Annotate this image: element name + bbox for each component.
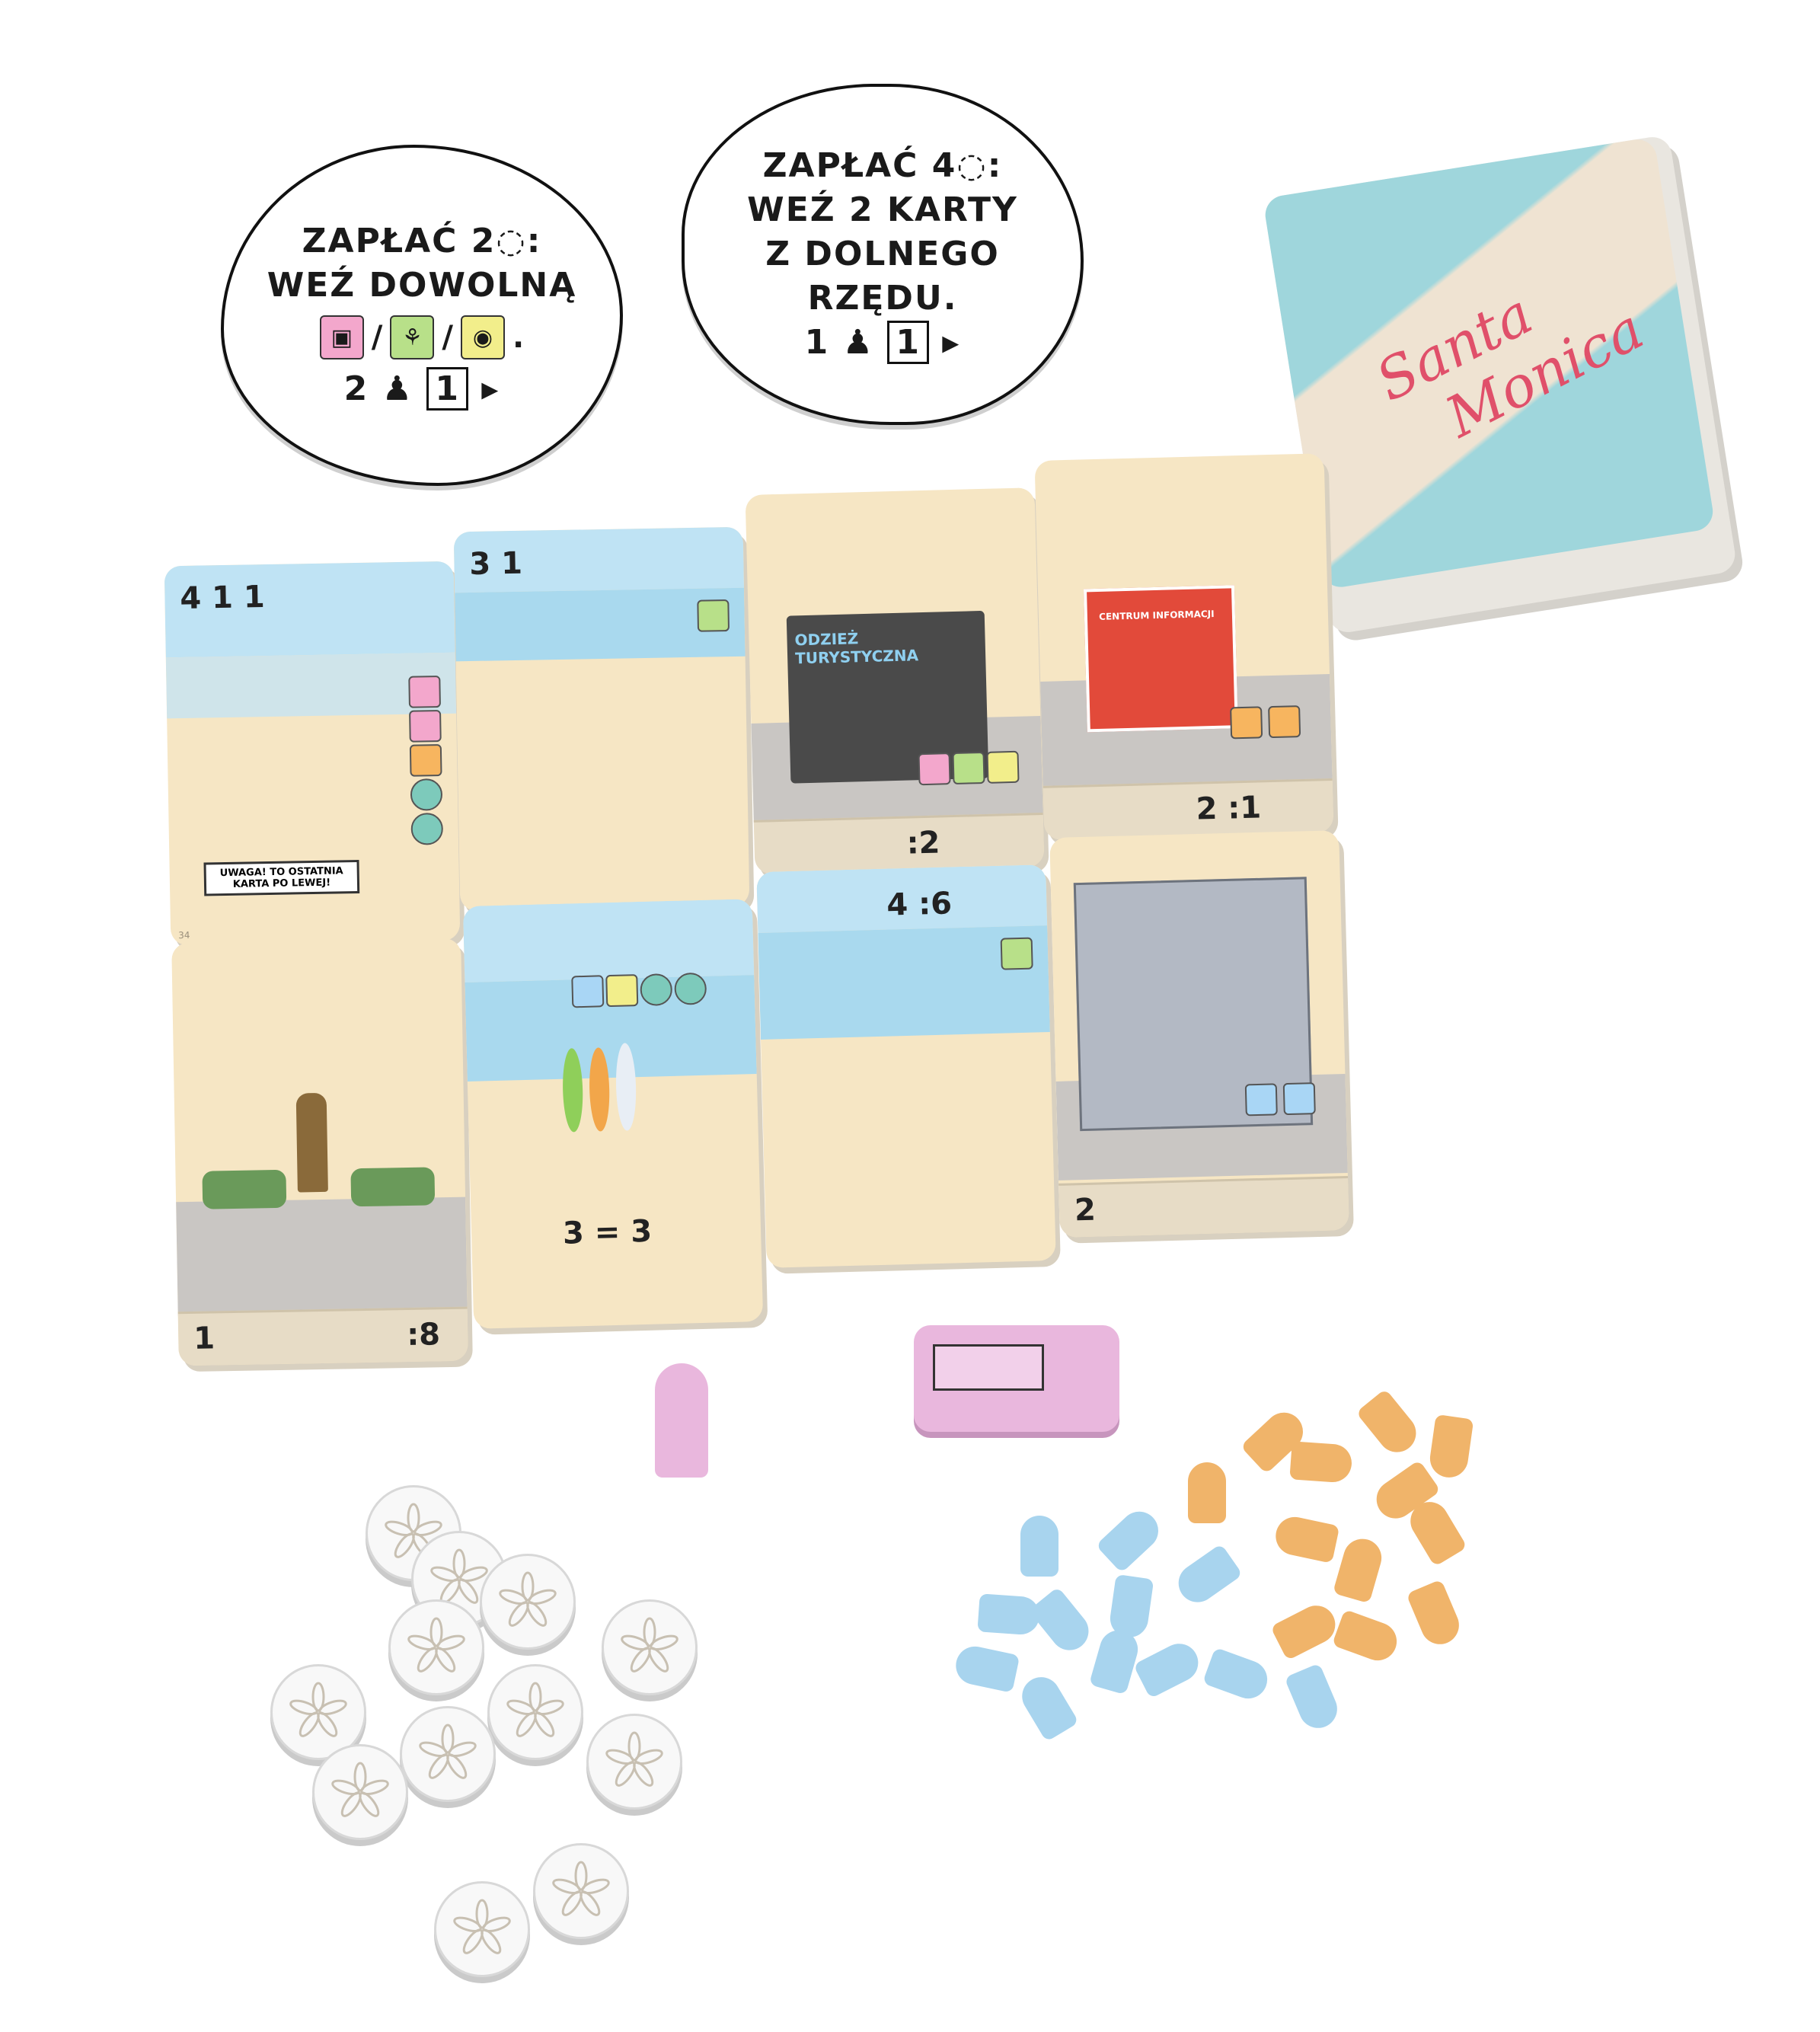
action-text: Z DOLNEGO RZĘDU. bbox=[765, 235, 1000, 318]
sand-dollar-token[interactable] bbox=[312, 1744, 408, 1840]
sunglasses-icon bbox=[1282, 1082, 1316, 1116]
statue-figure bbox=[295, 1092, 328, 1193]
bag-icon bbox=[408, 676, 441, 708]
ball-icon: ◉ bbox=[461, 315, 505, 359]
blue-meeple[interactable] bbox=[1095, 1503, 1167, 1574]
palm-icon: ⚘ bbox=[390, 315, 435, 359]
briefcase-icon bbox=[1230, 706, 1263, 740]
card-header: 4 1 1 bbox=[180, 580, 266, 616]
sand-dollar-token[interactable] bbox=[400, 1706, 496, 1802]
truck-window bbox=[933, 1344, 1044, 1391]
shop-sign: ODZIEŻ TURYSTYCZNA bbox=[794, 629, 919, 668]
card-deck[interactable]: Santa Monica bbox=[1262, 134, 1739, 635]
bag-icon bbox=[918, 752, 951, 786]
action-text: WEŹ 2 KARTY bbox=[747, 190, 1018, 229]
wave-icon bbox=[410, 813, 444, 845]
hedge-right bbox=[350, 1167, 436, 1207]
orange-meeple[interactable] bbox=[1331, 1609, 1403, 1666]
briefcase-icon bbox=[409, 744, 442, 777]
card-footer-left: 1 bbox=[193, 1321, 216, 1356]
blue-meeple[interactable] bbox=[1014, 1669, 1080, 1743]
card-clothing-shop[interactable]: ODZIEŻ TURYSTYCZNA :2 bbox=[745, 487, 1045, 874]
info-kiosk bbox=[1083, 585, 1238, 733]
action-tile-pay-2[interactable]: ZAPŁAĆ 2◌: WEŹ DOWOLNĄ ▣/ ⚘/ ◉. 2 ♟ 1 ▸ bbox=[221, 145, 623, 486]
bag-icon: ▣ bbox=[319, 315, 364, 359]
category-icons: ▣/ ⚘/ ◉. bbox=[319, 315, 524, 359]
card-header: 4 :6 bbox=[886, 886, 953, 923]
sunglasses-icon bbox=[1244, 1083, 1278, 1117]
card-surfboards[interactable]: 3 = 3 bbox=[462, 899, 764, 1329]
action-title: ZAPŁAĆ 4◌: bbox=[762, 146, 1003, 185]
orange-meeple[interactable] bbox=[1272, 1513, 1340, 1564]
card-shore[interactable]: 4 :6 bbox=[756, 864, 1056, 1268]
meeple-icon: ♟ bbox=[842, 323, 875, 362]
sand-dollar-token[interactable] bbox=[602, 1599, 698, 1695]
sand-dollar-token[interactable] bbox=[270, 1664, 366, 1760]
coin-icon: ◌: bbox=[956, 146, 1003, 185]
ball-icon bbox=[986, 750, 1020, 784]
card-number: 34 bbox=[178, 929, 190, 941]
briefcase-icon bbox=[1268, 705, 1301, 739]
wave-icon bbox=[410, 778, 443, 811]
palm-icon bbox=[697, 599, 730, 632]
sand-dollar-token[interactable] bbox=[487, 1664, 583, 1760]
bag-icon bbox=[409, 710, 442, 743]
orange-meeple[interactable] bbox=[1332, 1534, 1387, 1604]
orange-meeple[interactable] bbox=[1289, 1441, 1353, 1484]
orange-meeple[interactable] bbox=[1427, 1414, 1474, 1481]
meeple-icon: ♟ bbox=[382, 369, 414, 408]
card-header: 3 1 bbox=[469, 545, 523, 582]
sand-dollar-token[interactable] bbox=[388, 1599, 484, 1695]
hedge-left bbox=[202, 1169, 287, 1209]
pink-pawn[interactable] bbox=[655, 1363, 708, 1478]
action-cost: 1 ♟ 1 ▸ bbox=[805, 321, 961, 365]
blue-meeple[interactable] bbox=[1170, 1543, 1244, 1610]
card-footer: :2 bbox=[905, 825, 941, 861]
orange-meeple[interactable] bbox=[1406, 1579, 1465, 1650]
blue-meeple[interactable] bbox=[1202, 1647, 1273, 1705]
sand-dollar-token[interactable] bbox=[586, 1714, 682, 1810]
blue-meeple[interactable] bbox=[1133, 1637, 1205, 1699]
sand-dollar-token[interactable] bbox=[480, 1554, 576, 1650]
sunglasses-icon bbox=[571, 975, 605, 1008]
blue-meeple[interactable] bbox=[1020, 1516, 1058, 1577]
action-tile-pay-4[interactable]: ZAPŁAĆ 4◌: WEŹ 2 KARTY Z DOLNEGO RZĘDU. … bbox=[682, 84, 1084, 425]
card-info-center[interactable]: CENTRUM INFORMACJI 2 :1 bbox=[1034, 453, 1334, 840]
orange-meeple[interactable] bbox=[1355, 1388, 1424, 1460]
sand-dollar-token[interactable] bbox=[434, 1881, 530, 1977]
palm-icon bbox=[1000, 937, 1033, 970]
action-title: ZAPŁAĆ 2◌: bbox=[302, 222, 542, 260]
card-center-text: 3 = 3 bbox=[562, 1213, 653, 1251]
action-text: WEŹ DOWOLNĄ bbox=[267, 266, 577, 305]
card-footer: 2 :1 bbox=[1195, 790, 1262, 827]
card-footer: 2 bbox=[1074, 1192, 1097, 1228]
food-truck[interactable] bbox=[914, 1325, 1119, 1432]
card-beach-seagulls[interactable]: 3 1 bbox=[453, 526, 750, 912]
blue-meeple[interactable] bbox=[1284, 1663, 1343, 1734]
orange-meeple[interactable] bbox=[1270, 1599, 1342, 1661]
blue-meeple[interactable] bbox=[1028, 1586, 1097, 1658]
card-statue[interactable]: 1 :8 bbox=[171, 938, 468, 1366]
card-footer-right: :8 bbox=[406, 1317, 441, 1353]
coin-icon: ◌: bbox=[496, 222, 542, 260]
ball-icon bbox=[605, 974, 639, 1008]
card-apartment[interactable]: 2 bbox=[1049, 830, 1349, 1238]
sand-dollar-token[interactable] bbox=[533, 1843, 629, 1939]
orange-meeple[interactable] bbox=[1188, 1462, 1226, 1523]
palm-icon bbox=[952, 751, 985, 785]
blue-meeple[interactable] bbox=[952, 1643, 1020, 1693]
action-cost: 2 ♟ 1 ▸ bbox=[344, 367, 500, 411]
